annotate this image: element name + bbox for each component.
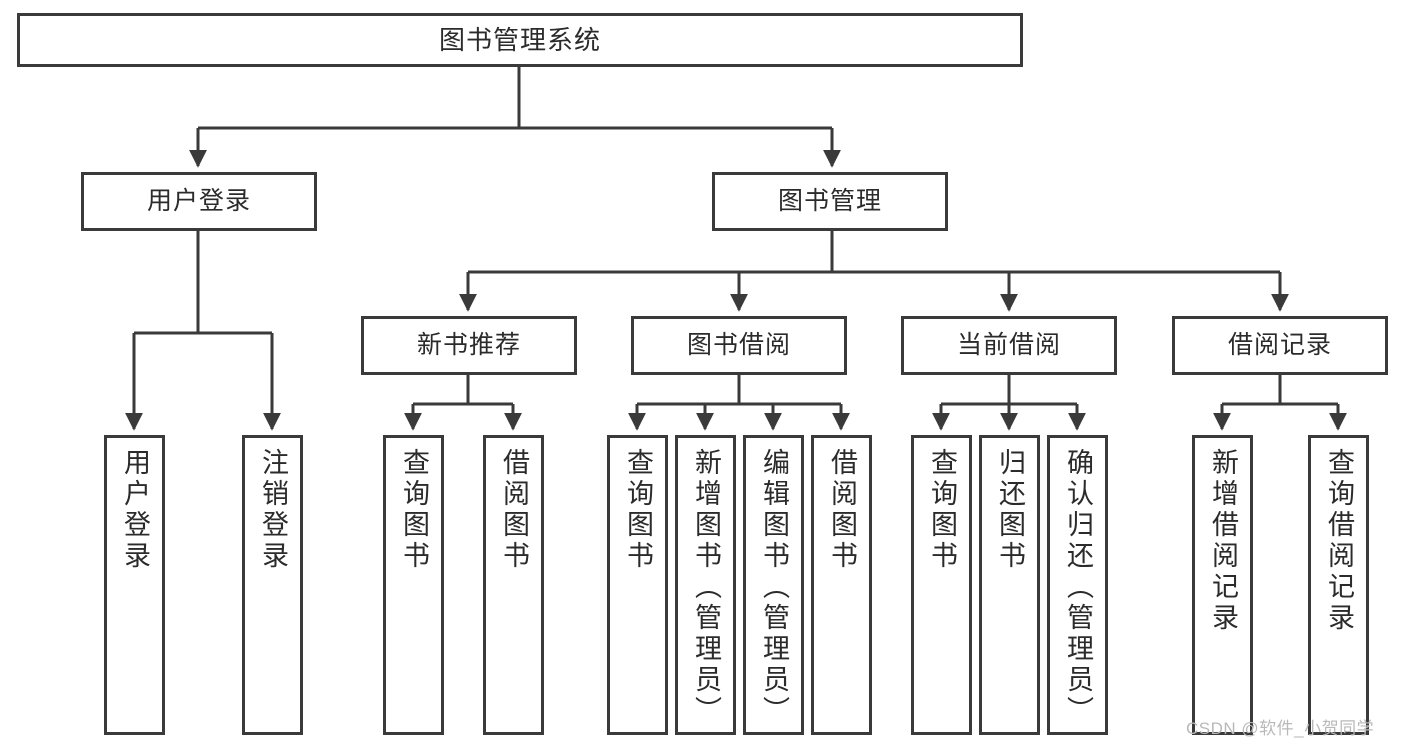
- node-label: 查询图书: [927, 448, 957, 572]
- node-label: 图书管理系统: [438, 24, 601, 55]
- node-label: 借阅图书: [499, 448, 529, 572]
- node-label: 编辑图书（管理员）: [759, 448, 789, 727]
- node-label: 归还图书: [995, 448, 1025, 572]
- leaf-query-book-recommendation[interactable]: 查询图书: [383, 435, 444, 735]
- leaf-borrow-book-recommendation[interactable]: 借阅图书: [483, 435, 544, 735]
- leaf-confirm-return-admin[interactable]: 确认归还（管理员）: [1047, 435, 1108, 735]
- leaf-query-book-current[interactable]: 查询图书: [911, 435, 972, 735]
- leaf-logout[interactable]: 注销登录: [242, 435, 303, 735]
- node-label: 注销登录: [258, 448, 288, 572]
- node-label: 新书推荐: [416, 331, 521, 359]
- watermark: CSDN @软件_小贺同学: [1186, 719, 1375, 738]
- leaf-add-book-admin[interactable]: 新增图书（管理员）: [675, 435, 736, 735]
- leaf-edit-book-admin[interactable]: 编辑图书（管理员）: [743, 435, 804, 735]
- node-label: 查询图书: [399, 448, 429, 572]
- leaf-return-book[interactable]: 归还图书: [979, 435, 1040, 735]
- leaf-borrow-book-borrowing[interactable]: 借阅图书: [811, 435, 872, 735]
- node-label: 用户登录: [146, 187, 251, 215]
- node-label: 用户登录: [120, 448, 150, 572]
- leaf-query-book-borrowing[interactable]: 查询图书: [607, 435, 668, 735]
- node-new-book-recommendation[interactable]: 新书推荐: [361, 316, 577, 375]
- node-label: 确认归还（管理员）: [1063, 448, 1093, 727]
- node-label: 新增借阅记录: [1208, 448, 1238, 634]
- node-label: 查询图书: [623, 448, 653, 572]
- leaf-add-borrow-record[interactable]: 新增借阅记录: [1192, 435, 1253, 735]
- leaf-user-login[interactable]: 用户登录: [104, 435, 165, 735]
- node-label: 借阅记录: [1227, 331, 1332, 359]
- node-label: 借阅图书: [827, 448, 857, 572]
- node-book-borrowing[interactable]: 图书借阅: [631, 316, 847, 375]
- node-current-borrowing[interactable]: 当前借阅: [901, 316, 1117, 375]
- node-label: 图书管理: [777, 187, 882, 215]
- node-label: 图书借阅: [686, 331, 791, 359]
- node-label: 当前借阅: [956, 331, 1061, 359]
- node-label: 新增图书（管理员）: [691, 448, 721, 727]
- node-label: 查询借阅记录: [1324, 448, 1354, 634]
- leaf-query-borrow-record[interactable]: 查询借阅记录: [1308, 435, 1369, 735]
- node-root-library-system[interactable]: 图书管理系统: [17, 13, 1023, 67]
- node-borrowing-records[interactable]: 借阅记录: [1172, 316, 1388, 375]
- node-user-login[interactable]: 用户登录: [81, 172, 317, 231]
- node-book-management[interactable]: 图书管理: [712, 172, 948, 231]
